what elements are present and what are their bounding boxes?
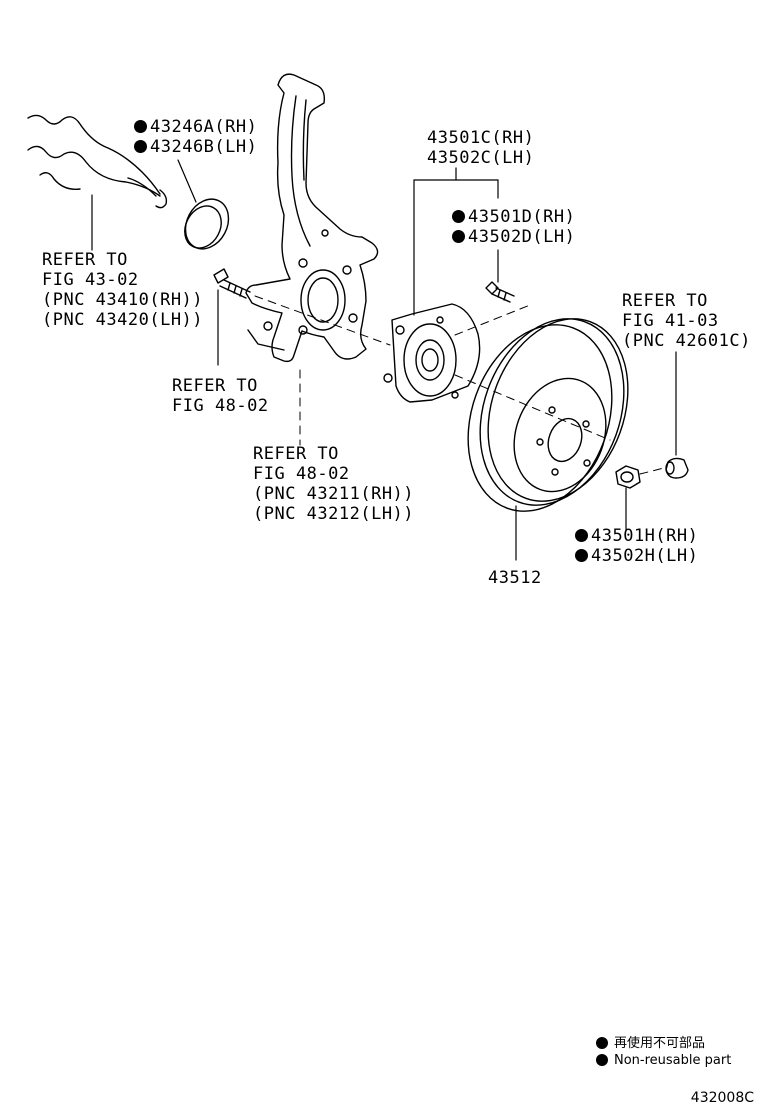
oil-seal-ring bbox=[177, 159, 230, 250]
non-reusable-dot-icon bbox=[575, 529, 588, 542]
hub-bearing-assembly bbox=[383, 167, 499, 403]
hub-nut-label: 43501H(RH) 43502H(LH) bbox=[575, 526, 698, 566]
refer-fig-48-02-knuckle-label: REFER TO FIG 48-02 (PNC 43211(RH)) (PNC … bbox=[253, 444, 415, 524]
brake-disc-label: 43512 bbox=[488, 568, 542, 588]
hub-bolt-label: 43501D(RH) 43502D(LH) bbox=[452, 207, 575, 247]
non-reusable-dot-icon bbox=[452, 210, 465, 223]
non-reusable-dot-icon bbox=[596, 1037, 608, 1049]
hub-assembly-label: 43501C(RH) 43502C(LH) bbox=[427, 128, 535, 168]
hub-cap bbox=[665, 351, 689, 479]
refer-fig-48-02-bolt-label: REFER TO FIG 48-02 bbox=[172, 376, 269, 416]
non-reusable-dot-icon bbox=[452, 230, 465, 243]
assembly-axis-line bbox=[254, 295, 665, 475]
oil-seal-label: 43246A(RH) 43246B(LH) bbox=[134, 117, 257, 157]
figure-code: 432008C bbox=[690, 1090, 754, 1106]
legend-jp: 再使用不可部品 bbox=[596, 1032, 705, 1051]
hub-nut bbox=[615, 465, 641, 531]
knuckle-bolt bbox=[213, 268, 251, 366]
hub-bolt bbox=[485, 249, 515, 303]
drive-shaft-reference-shape bbox=[27, 114, 168, 251]
non-reusable-dot-icon bbox=[134, 140, 147, 153]
non-reusable-dot-icon bbox=[575, 549, 588, 562]
refer-fig-41-03-label: REFER TO FIG 41-03 (PNC 42601C) bbox=[622, 291, 751, 351]
brake-disc bbox=[467, 318, 629, 561]
non-reusable-dot-icon bbox=[134, 120, 147, 133]
steering-knuckle bbox=[245, 73, 379, 363]
refer-fig-43-02-label: REFER TO FIG 43-02 (PNC 43410(RH)) (PNC … bbox=[42, 250, 204, 330]
legend-en: Non-reusable part bbox=[596, 1053, 731, 1068]
non-reusable-dot-icon bbox=[596, 1054, 608, 1066]
